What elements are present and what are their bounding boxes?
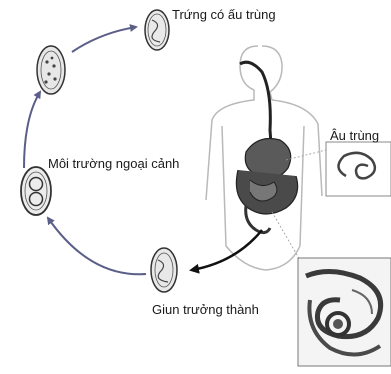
arrow-egg2-to-egg1 xyxy=(72,27,136,52)
intestines xyxy=(236,139,297,233)
egg-left xyxy=(21,167,51,215)
arrow-egg4-to-egg3 xyxy=(48,218,146,274)
label-egg-with-larva: Trứng có ấu trùng xyxy=(172,7,276,22)
egg-upper-left xyxy=(37,46,65,94)
egg-bottom xyxy=(151,248,177,292)
arrow-egg3-to-egg2 xyxy=(24,92,40,168)
larva-inset xyxy=(326,142,391,196)
egg-with-larva-top xyxy=(145,10,169,50)
label-adult-worm: Giun trưởng thành xyxy=(152,302,259,317)
label-external-environment: Môi trường ngoại cảnh xyxy=(48,156,179,171)
label-larva: Âu trùng xyxy=(330,128,379,143)
arrow-to-egg-bottom xyxy=(192,230,262,270)
adult-worm-inset xyxy=(298,258,391,366)
